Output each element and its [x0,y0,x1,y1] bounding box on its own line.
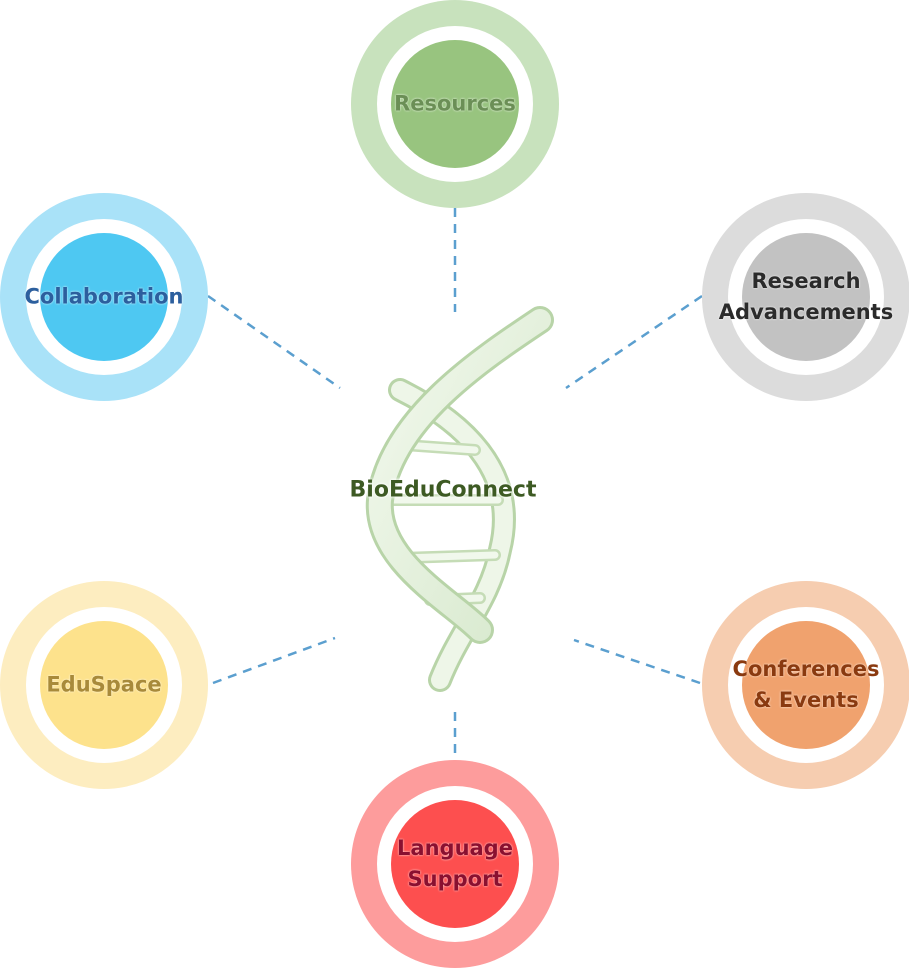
dna-helix-icon [365,306,554,692]
node-gap: EduSpace [26,607,182,763]
node-gap: Conferences & Events [728,607,884,763]
node-core: Research Advancements [719,233,893,361]
node-core: Collaboration [24,233,184,361]
node-label-research-advancements: Research Advancements [718,269,894,324]
node-eduspace[interactable]: EduSpace [0,581,208,789]
node-gap: Research Advancements [719,219,893,375]
node-label-resources: Resources [394,91,516,116]
connector-conferences [573,638,701,685]
node-core: Language Support [391,800,519,928]
node-core: Resources [391,40,519,168]
node-conferences-events[interactable]: Conferences & Events [702,581,909,789]
node-gap: Collaboration [24,219,184,375]
node-label-collaboration: Collaboration [24,284,184,309]
node-label-eduspace: EduSpace [46,672,162,697]
node-gap: Language Support [377,786,533,942]
node-core: Conferences & Events [733,621,879,749]
node-language-support[interactable]: Language Support [351,760,559,968]
node-label-language-support: Language Support [397,836,513,891]
center-title: BioEduConnect [349,477,537,503]
node-resources[interactable]: Resources [351,0,559,208]
node-core: EduSpace [40,621,168,749]
node-collaboration[interactable]: Collaboration [0,193,208,401]
connector-research [565,294,703,390]
node-gap: Resources [377,26,533,182]
node-label-conferences-events: Conferences & Events [732,657,880,712]
connector-collaboration [207,294,341,390]
connector-eduspace [212,636,336,685]
node-research-advancements[interactable]: Research Advancements [702,193,909,401]
